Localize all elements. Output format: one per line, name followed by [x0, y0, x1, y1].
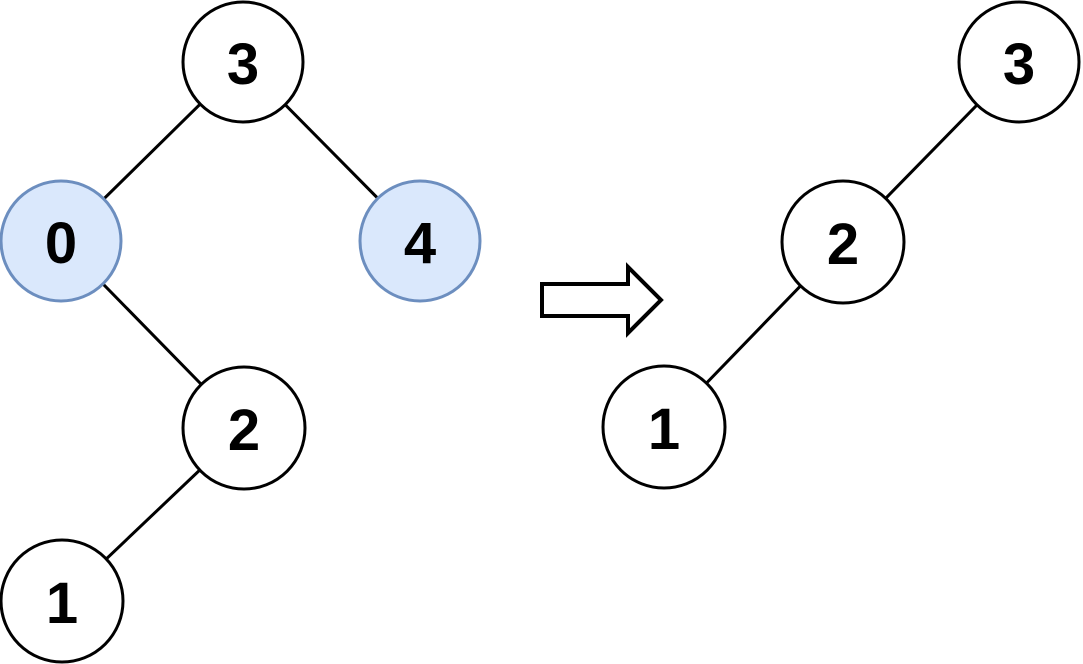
tree-node-label-3: 3	[227, 32, 259, 97]
tree-node-circle-3	[181, 0, 305, 124]
tree-node-label-1: 1	[648, 397, 680, 462]
tree-node-label-4: 4	[404, 211, 436, 276]
tree-node-circle-1	[601, 364, 727, 490]
tree-after: 3 2 1	[601, 0, 1081, 490]
tree-node-circle-1	[0, 538, 125, 664]
tree-node-circle-3	[957, 0, 1081, 124]
tree-before: 3 0 4 2 1	[0, 0, 482, 664]
tree-node-label-3: 3	[1003, 32, 1035, 97]
tree-node-label-2: 2	[827, 212, 859, 277]
transform-arrow-icon	[540, 262, 664, 338]
right-arrow-icon	[540, 262, 664, 338]
tree-node-label-2: 2	[228, 398, 260, 463]
tree-node-circle-2	[780, 179, 906, 305]
tree-node-label-1: 1	[46, 571, 78, 636]
tree-node-circle-4-highlighted	[358, 179, 482, 303]
tree-node-circle-0-highlighted	[0, 179, 123, 303]
tree-node-circle-2	[181, 365, 307, 491]
tree-node-label-0: 0	[45, 211, 77, 276]
